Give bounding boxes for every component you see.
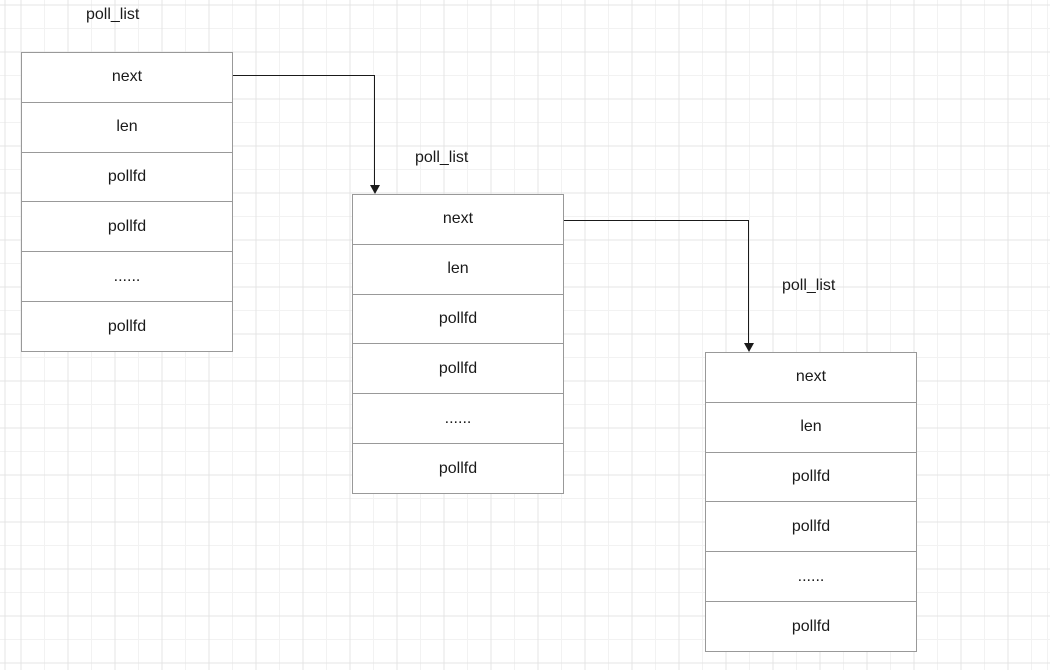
- node-3-field-len: len: [706, 401, 916, 452]
- node-2-title: poll_list: [415, 149, 469, 166]
- node-1-field-pollfd: pollfd: [22, 301, 232, 351]
- node-1-field-pollfd: pollfd: [22, 201, 232, 251]
- node-3-field-pollfd: pollfd: [706, 501, 916, 551]
- arrow-2-horizontal-segment: [564, 220, 749, 221]
- node-3-field-pollfd: pollfd: [706, 601, 916, 651]
- node-1-field-next: next: [111, 68, 143, 86]
- node-3-field-ellipsis: ......: [706, 551, 916, 601]
- node-3-title: poll_list: [782, 277, 836, 294]
- node-2-field-len: len: [353, 243, 563, 294]
- node-1-field-ellipsis: ......: [22, 251, 232, 301]
- node-2-field-pollfd: pollfd: [353, 293, 563, 344]
- linked-list-node-3: next len pollfd pollfd ...... pollfd: [705, 352, 917, 652]
- linked-list-node-1: next len pollfd pollfd ...... pollfd: [21, 52, 233, 352]
- node-2-field-next: next: [442, 210, 474, 228]
- arrow-1-vertical-segment: [374, 75, 375, 186]
- arrowhead-down-icon: [744, 343, 754, 352]
- node-3-field-pollfd: pollfd: [706, 451, 916, 502]
- node-1-title: poll_list: [86, 6, 140, 23]
- arrowhead-down-icon: [370, 185, 380, 194]
- node-1-field-pollfd: pollfd: [22, 151, 232, 202]
- node-2-field-pollfd: pollfd: [353, 443, 563, 493]
- node-2-field-pollfd: pollfd: [353, 343, 563, 393]
- node-2-field-ellipsis: ......: [353, 393, 563, 443]
- arrow-2-vertical-segment: [748, 220, 749, 343]
- node-1-field-len: len: [22, 101, 232, 152]
- linked-list-node-2: next len pollfd pollfd ...... pollfd: [352, 194, 564, 494]
- arrow-1-horizontal-segment: [233, 75, 375, 76]
- node-3-field-next: next: [795, 368, 827, 386]
